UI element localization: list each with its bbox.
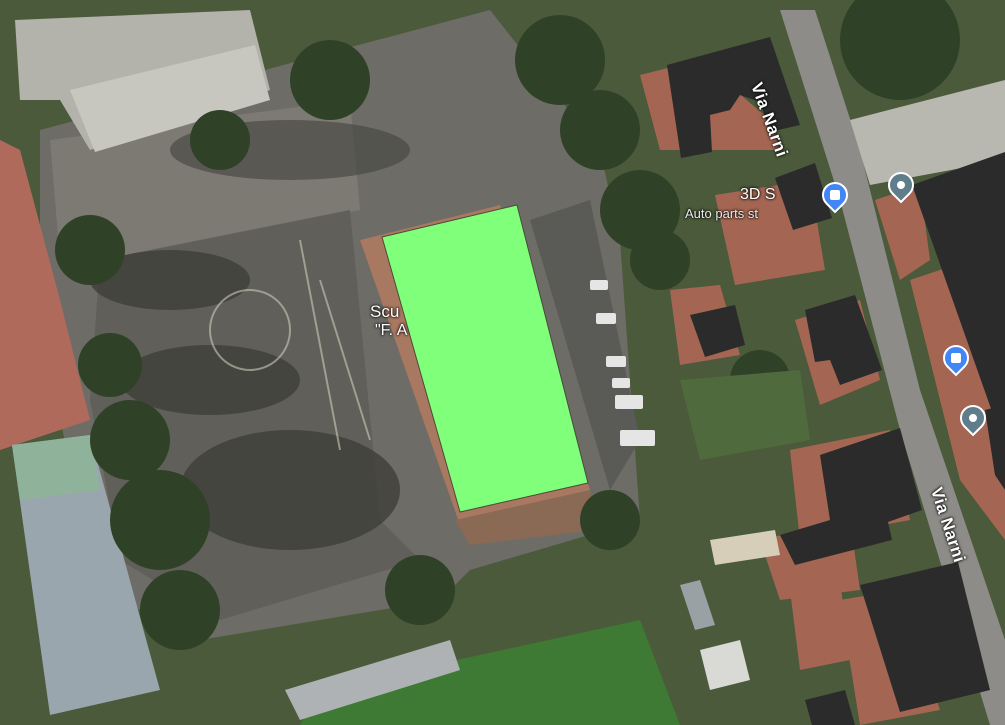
redacted-building — [912, 152, 1005, 420]
redacted-building — [775, 163, 832, 230]
redacted-building — [780, 428, 922, 565]
redacted-building — [805, 690, 855, 725]
location-pin-dot — [967, 412, 979, 424]
business-name-label[interactable]: 3D S — [740, 186, 776, 203]
redacted-building — [860, 562, 990, 712]
school-label-line2: "F. A — [375, 322, 408, 339]
school-label-line1: Scu — [370, 302, 400, 321]
location-pin-dot — [895, 179, 907, 191]
redacted-building — [985, 405, 1005, 490]
shopping-bag-glyph — [951, 353, 961, 363]
highlighted-building[interactable] — [381, 204, 589, 513]
redacted-building — [805, 295, 882, 385]
business-category-label: Auto parts st — [685, 206, 758, 221]
shopping-bag-glyph — [830, 190, 840, 200]
redacted-building — [667, 37, 800, 158]
redacted-building — [690, 305, 745, 357]
